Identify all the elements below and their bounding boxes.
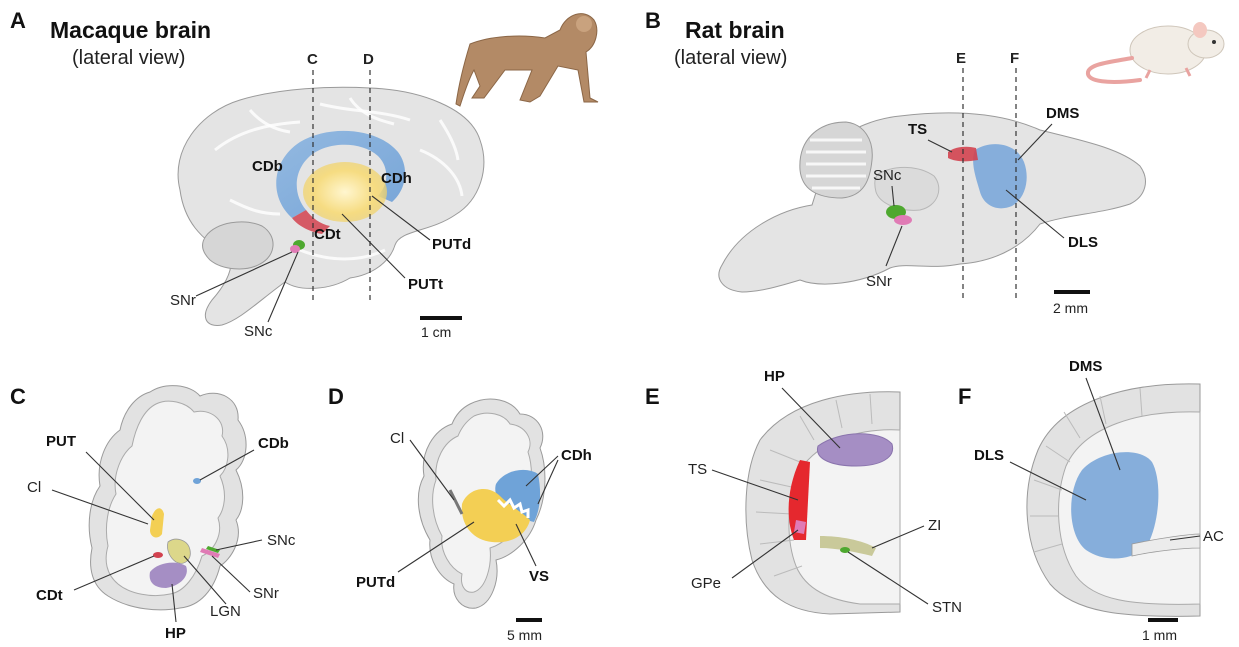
label-putt-a: PUTt [408,276,443,293]
cdt-region-c [153,552,163,558]
panel-e: E HP TS ZI GPe STN [645,368,962,616]
panel-c: C PUT CDb Cl SNc CDt SNr LGN HP [10,384,296,642]
label-dls-b: DLS [1068,234,1098,251]
panel-letter-d: D [328,384,344,409]
label-cdt-a: CDt [314,226,341,243]
scale-label-b: 2 mm [1053,300,1088,316]
rat-brain [719,113,1146,292]
label-ts-b: TS [908,121,927,138]
label-lgn-c: LGN [210,603,241,620]
scale-label-f: 1 mm [1142,627,1177,643]
panel-letter-b: B [645,8,661,33]
label-putd-d: PUTd [356,574,395,591]
label-ac-f: AC [1203,528,1224,545]
panel-a-subtitle: (lateral view) [72,47,185,69]
scale-label-d: 5 mm [507,627,542,643]
scale-label-a: 1 cm [421,324,451,340]
label-cdh-a: CDh [381,170,412,187]
label-cdt-c: CDt [36,587,63,604]
cut-label-c: C [307,51,318,68]
cdb-region-c [193,478,201,484]
label-snc-c: SNc [267,532,296,549]
putamen-region [303,162,387,222]
label-hp-e: HP [764,368,785,385]
label-zi-e: ZI [928,517,941,534]
label-ts-e: TS [688,461,707,478]
panel-b-subtitle: (lateral view) [674,47,787,69]
label-cdb-a: CDb [252,158,283,175]
panel-letter-a: A [10,8,26,33]
rat-icon [1088,22,1224,82]
label-snr-a: SNr [170,292,196,309]
cut-label-f: F [1010,50,1019,67]
panel-a-title: Macaque brain [50,17,211,43]
label-putd-a: PUTd [432,236,471,253]
label-snr-c: SNr [253,585,279,602]
panel-letter-e: E [645,384,660,409]
label-put-c: PUT [46,433,76,450]
panel-letter-c: C [10,384,26,409]
panel-f: F DMS DLS AC 1 mm [958,358,1224,643]
label-cl-d: Cl [390,430,404,447]
macaque-icon [456,14,598,106]
cut-label-d: D [363,51,374,68]
label-snr-b: SNr [866,273,892,290]
label-snc-b: SNc [873,167,902,184]
cut-label-e: E [956,50,966,67]
panel-b: B Rat brain (lateral view) E F [645,8,1224,316]
label-dms-f: DMS [1069,358,1102,375]
panel-a: A Macaque brain (lateral view) C D [10,8,598,340]
label-cdh-d: CDh [561,447,592,464]
panel-letter-f: F [958,384,971,409]
snr-region-b [894,215,912,225]
label-stn-e: STN [932,599,962,616]
label-dms-b: DMS [1046,105,1079,122]
label-hp-c: HP [165,625,186,642]
panel-d: D Cl CDh PUTd VS 5 mm [328,384,592,643]
label-dls-f: DLS [974,447,1004,464]
label-gpe-e: GPe [691,575,721,592]
panel-b-title: Rat brain [685,17,785,43]
label-cdb-c: CDb [258,435,289,452]
label-cl-c: Cl [27,479,41,496]
label-snc-a: SNc [244,323,273,340]
label-vs-d: VS [529,568,549,585]
